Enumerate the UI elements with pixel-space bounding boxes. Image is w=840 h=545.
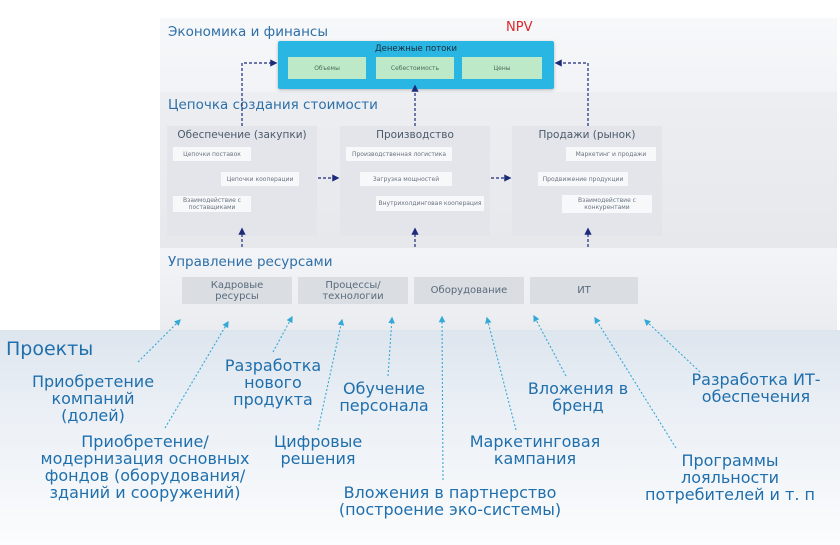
project-acquisition: Приобретение компаний (долей)	[31, 372, 155, 425]
cash-flow-prices: Цены	[462, 57, 542, 79]
procurement-to-cashflow-arrow	[241, 59, 278, 126]
procurement-column: Обеспечение (закупки) Цепочки поставок Ц…	[167, 126, 317, 236]
intra-holding-cooperation-box: Внутрихолдинговая кооперация	[376, 196, 484, 211]
new-product-arrow	[272, 315, 293, 353]
project-new-product: Разработка нового продукта	[224, 356, 322, 409]
resource-hr: Кадровые ресурсы	[182, 277, 292, 304]
projects-title: Проекты	[6, 338, 94, 360]
resource-equipment: Оборудование	[414, 277, 524, 304]
it-project-arrow	[644, 319, 701, 373]
resources-title: Управление ресурсами	[168, 254, 333, 270]
partnership-arrow	[438, 315, 446, 481]
project-digital: Цифровые решения	[273, 432, 363, 468]
product-promotion-box: Продвижение продукции	[538, 172, 628, 186]
supply-chains-box: Цепочки поставок	[173, 147, 251, 161]
cash-flow-volumes: Объемы	[288, 57, 366, 79]
value-chain-title: Цепочка создания стоимости	[168, 97, 378, 113]
marketing-sales-box: Маркетинг и продажи	[566, 147, 656, 161]
project-it: Разработка ИТ- обеспечения	[691, 370, 821, 406]
project-brand: Вложения в бренд	[527, 379, 629, 415]
projects-band	[0, 330, 840, 545]
training-arrow	[387, 316, 395, 377]
project-training: Обучение персонала	[339, 379, 429, 415]
cash-flows-box: Денежные потоки Объемы Себестоимость Цен…	[278, 41, 554, 89]
digital-arrow	[317, 318, 345, 431]
project-marketing: Маркетинговая кампания	[469, 432, 601, 468]
acquisition-arrow	[137, 319, 181, 363]
cash-flows-title: Денежные потоки	[374, 44, 458, 54]
supplier-interaction-box: Взаимодействие с поставщиками	[173, 196, 251, 212]
competitor-interaction-box: Взаимодействие с конкурентами	[562, 195, 652, 213]
modernization-arrow	[164, 320, 229, 429]
production-column: Производство Производственная логистика …	[340, 126, 490, 236]
cash-flow-cost: Себестоимость	[376, 57, 454, 79]
sales-title: Продажи (рынок)	[538, 129, 636, 141]
cooperation-chains-box: Цепочки кооперации	[221, 172, 299, 186]
marketing-arrow	[485, 316, 517, 431]
project-loyalty: Программы лояльности потребителей и т. п	[645, 451, 815, 504]
economics-title: Экономика и финансы	[168, 24, 328, 40]
production-title: Производство	[376, 129, 454, 141]
production-logistics-box: Производственная логистика	[346, 147, 452, 161]
project-partnership: Вложения в партнерство (построение эко-с…	[338, 483, 562, 519]
project-modernization: Приобретение/ модернизация основных фонд…	[40, 432, 250, 502]
brand-arrow	[533, 314, 567, 377]
resource-it: ИТ	[530, 277, 638, 304]
procurement-title: Обеспечение (закупки)	[177, 129, 307, 141]
npv-label: NPV	[506, 20, 533, 35]
sales-column: Продажи (рынок) Маркетинг и продажи Прод…	[512, 126, 662, 236]
loyalty-arrow	[594, 316, 677, 449]
capacity-load-box: Загрузка мощностей	[360, 172, 452, 186]
resource-processes: Процессы/ технологии	[298, 277, 408, 304]
sales-to-cashflow-arrow	[554, 59, 589, 126]
